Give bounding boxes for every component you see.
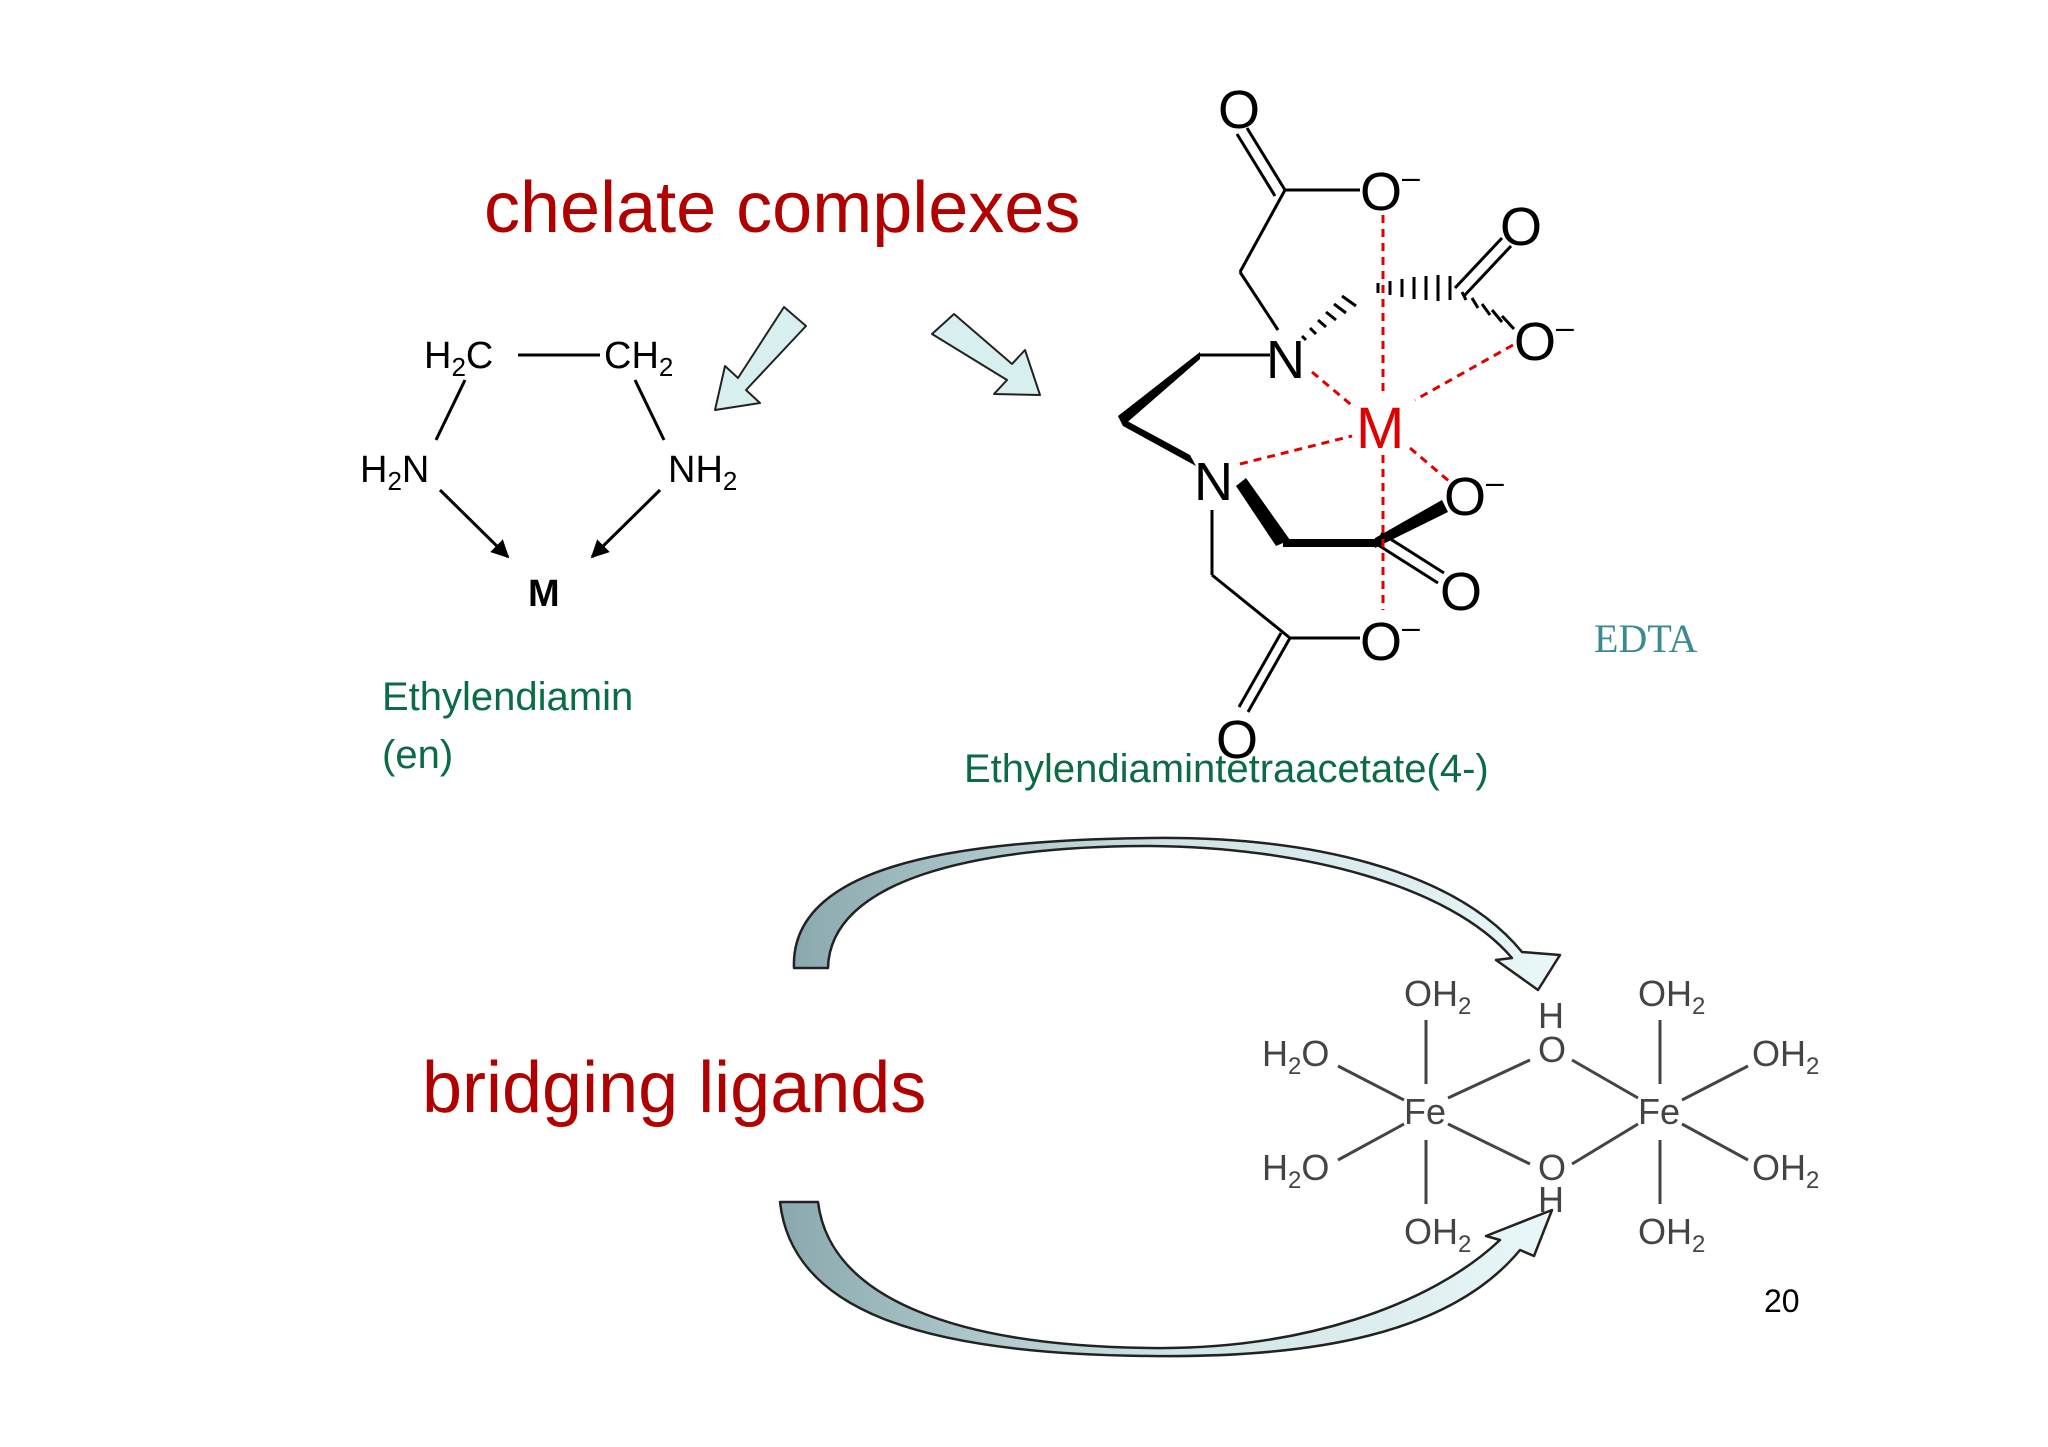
fe-left-bond-bridge-top	[1447, 1058, 1531, 1100]
edta-bond-ch2-c-bottom	[1211, 573, 1291, 640]
en-bond-c-n-right	[633, 379, 666, 441]
en-atom-metal: M	[528, 573, 560, 615]
edta-atom-o-mid: O	[1440, 562, 1482, 622]
edta-atom-o-bottom-anion: O–	[1360, 609, 1420, 672]
en-dative-bond-right	[590, 488, 662, 559]
edta-hashed-bond-to-carboxyl	[1376, 275, 1452, 301]
fe-left-atom: Fe	[1404, 1091, 1446, 1132]
edta-wedge-ethylene-upper	[1118, 352, 1200, 426]
edta-bond-c-o-double-mid-b	[1380, 531, 1445, 575]
en-atom-nh2: NH2	[668, 449, 737, 496]
heading-chelate-complexes: chelate complexes	[484, 168, 1080, 248]
edta-atom-o-bottom: O	[1216, 710, 1258, 770]
fe-right-bond-bridge-top	[1571, 1058, 1639, 1100]
fe-right-ligand-oh2-upper-right: OH2	[1752, 1033, 1819, 1080]
fe-left-ligand-h2o-top: H2O	[1262, 1033, 1329, 1080]
edta-wedge-c-o-mid	[1375, 500, 1448, 548]
fe-left-ligand-h2o-bottom: H2O	[1262, 1147, 1329, 1194]
edta-hashed-bond-upper	[1300, 294, 1357, 342]
ethylenediamine-caption-line2: (en)	[382, 733, 453, 777]
bridge-h-top: H	[1538, 995, 1564, 1036]
edta-hashed-bond-c-o-right	[1460, 291, 1516, 331]
edta-bond-c-o-double-bottom-b	[1237, 632, 1283, 708]
edta-atom-o-top: O	[1218, 80, 1260, 140]
heading-bridging-ligands: bridging ligands	[422, 1048, 926, 1128]
edta-atom-n-upper: N	[1266, 330, 1305, 390]
fe-right-ligand-oh2-bottom: OH2	[1638, 1211, 1705, 1258]
fe-right-bond-bridge-bottom	[1571, 1122, 1639, 1166]
edta-caption: Ethylendiamintetraacetate(4-)	[964, 747, 1489, 791]
curved-arrow-top	[792, 836, 1562, 992]
bridge-h-bottom: H	[1538, 1179, 1564, 1220]
edta-bond-c-o-double-right-a	[1453, 236, 1504, 290]
fe-right-ligand-oh2-lower-right: OH2	[1752, 1147, 1819, 1194]
fe-right-bond-upper-right	[1681, 1064, 1749, 1102]
page-number: 20	[1764, 1283, 1800, 1319]
curved-arrow-bottom	[778, 1200, 1554, 1358]
fe-left-bond-bridge-bottom	[1447, 1122, 1531, 1166]
edta-atom-metal: M	[1356, 396, 1404, 461]
edta-atom-n-lower: N	[1194, 452, 1233, 512]
fe-left-ligand-oh2-top: OH2	[1404, 973, 1471, 1020]
edta-structure: N N M O O– O O– O– O O– O	[1118, 80, 1574, 770]
edta-bond-c-o-double-top-a	[1245, 127, 1287, 191]
fe-right-atom: Fe	[1638, 1091, 1680, 1132]
edta-bond-c-o-double-right-b	[1462, 244, 1513, 298]
fe-right-bond-lower-right	[1681, 1122, 1749, 1162]
edta-bond-c-o-double-bottom-a	[1246, 637, 1292, 713]
edta-coordination-bonds	[1239, 215, 1514, 610]
en-atom-h2c: H2C	[424, 335, 493, 382]
en-atom-ch2: CH2	[604, 335, 673, 382]
down-right-arrow	[931, 313, 1041, 396]
edta-atom-o-right-top: O	[1500, 197, 1542, 257]
fe-left-ligand-oh2-bottom: OH2	[1404, 1211, 1471, 1258]
edta-bond-c-o-double-top-b	[1235, 133, 1277, 197]
ethylenediamine-caption-line1: Ethylendiamin	[382, 675, 633, 719]
diiron-complex: Fe Fe OH2 OH2 H2O H2O H O O H OH2 OH2 OH…	[1262, 973, 1819, 1258]
edta-atom-o-top-anion: O–	[1360, 159, 1420, 222]
bridge-o-top: O	[1538, 1029, 1566, 1070]
fe-right-ligand-oh2-top: OH2	[1638, 973, 1705, 1020]
edta-atom-o-right-anion: O–	[1514, 309, 1574, 372]
fe-left-bond-lower-left	[1337, 1122, 1405, 1162]
bridge-o-bottom: O	[1538, 1147, 1566, 1188]
en-bond-c-n-left	[434, 379, 467, 441]
edta-wedge-lower-arm	[1236, 478, 1290, 546]
fe-left-bond-upper-left	[1337, 1064, 1405, 1102]
edta-label: EDTA	[1594, 616, 1698, 661]
edta-wedge-ethylene-lower	[1118, 416, 1196, 466]
ethylenediamine-structure: H2C CH2 H2N NH2 M	[360, 335, 737, 615]
edta-bond-ch2-c-top	[1238, 189, 1287, 273]
edta-bond-c-o-double-mid-a	[1374, 541, 1439, 585]
edta-atom-o-mid-anion: O–	[1444, 464, 1504, 527]
edta-bond-n-ch2-arm-top	[1238, 271, 1280, 331]
down-left-arrow	[714, 306, 807, 411]
en-dative-bond-left	[438, 488, 510, 559]
en-atom-h2n: H2N	[360, 449, 429, 496]
